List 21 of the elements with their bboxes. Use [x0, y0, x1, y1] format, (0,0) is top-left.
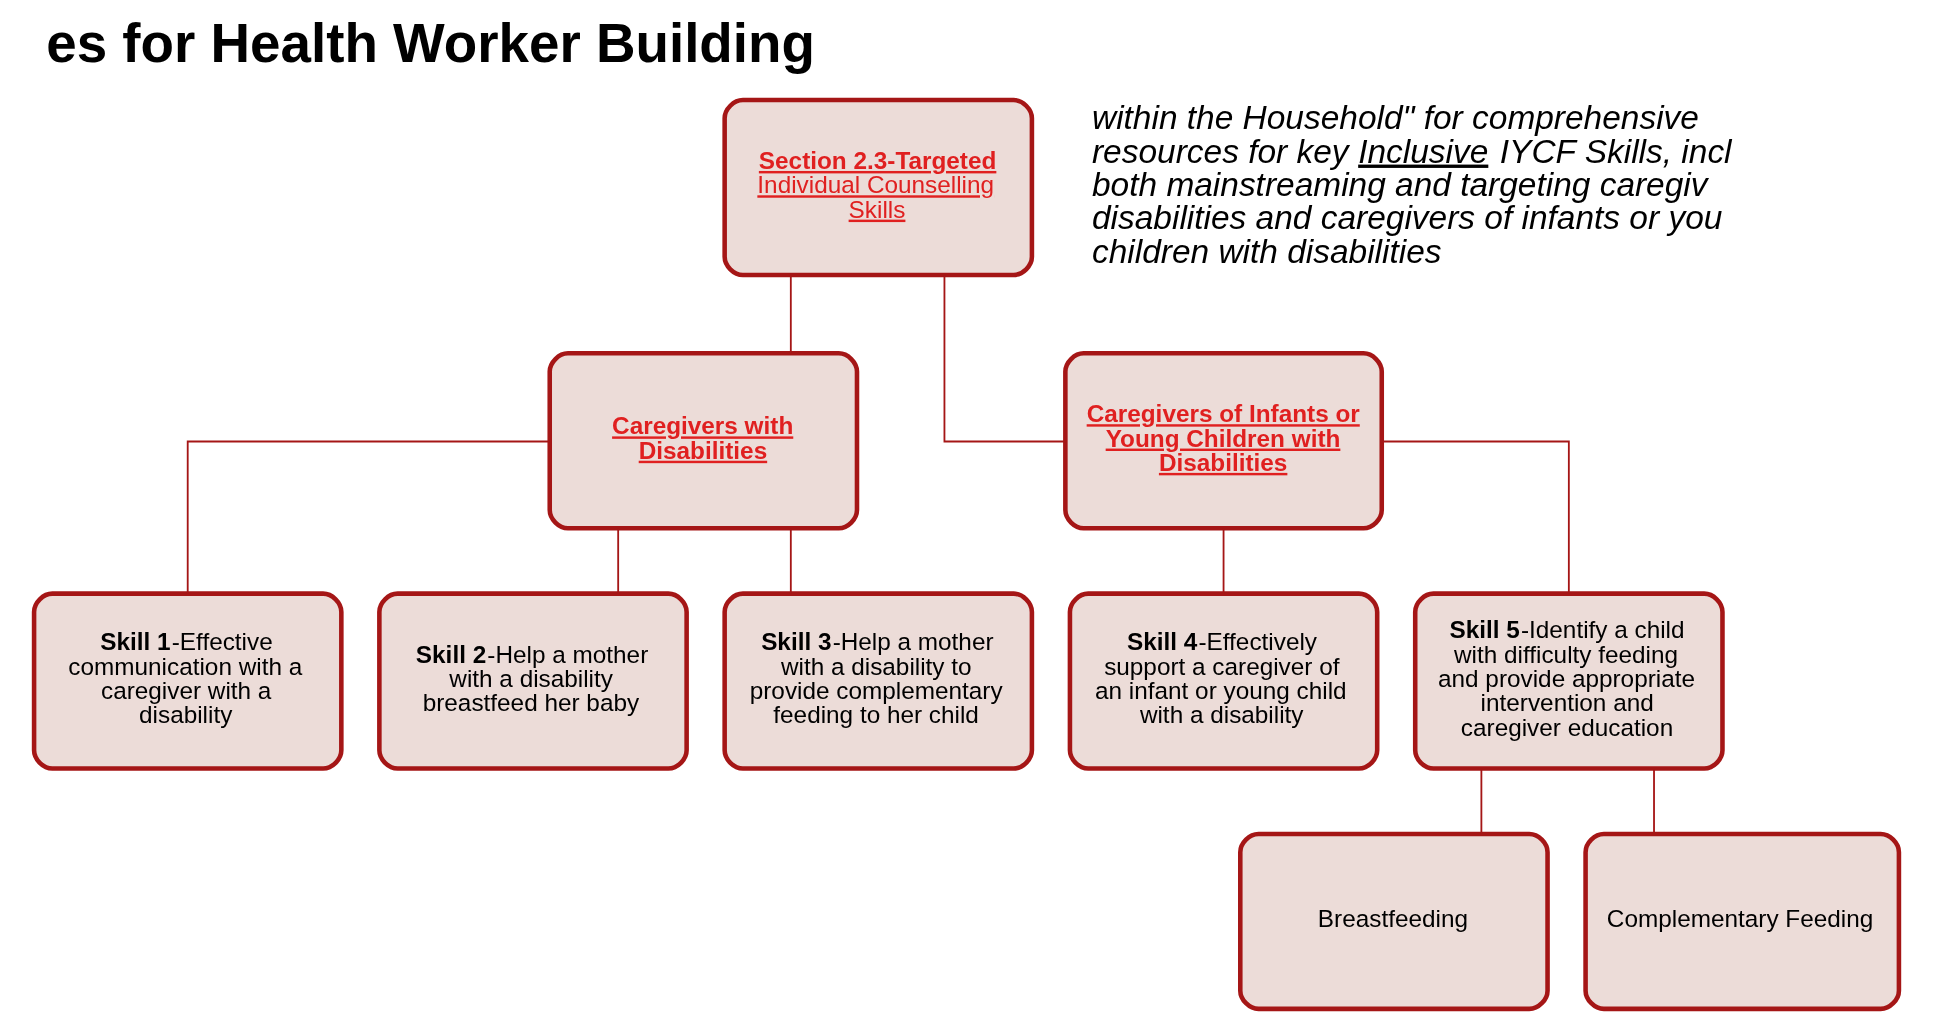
node-box: Breastfeeding [1238, 831, 1550, 1012]
connector [186, 440, 551, 595]
node-box: Caregivers of Infants or Young Children with Disabilities [1063, 351, 1385, 531]
node-box: Skill 4-Effectively support a caregiver of an infant or young child with a disability [1067, 591, 1380, 771]
label: within the Household" for comprehensive resources for key Inclusive IYCF Skills, incl both mainstreaming and targeting caregiv disabilities and caregivers of infants or you children with disabilities [1091, 99, 1732, 270]
diagram-title: es for Health Worker Building [46, 12, 815, 75]
node-box: Complementary Feeding [1583, 831, 1902, 1012]
connector [1653, 768, 1655, 835]
connector [943, 274, 1067, 443]
node-box: Skill 2-Help a mother with a disability breastfeed her baby [377, 591, 689, 771]
connector [1222, 528, 1225, 595]
node-box: Skill 5-Identify a child with difficulty feeding and provide appropriate intervention and caregiver education [1412, 591, 1725, 771]
connector [789, 274, 792, 354]
node-box: Section 2.3-Targeted Individual Counselling Skills [722, 97, 1035, 278]
connector [617, 528, 620, 595]
node-box: Caregivers with Disabilities [547, 351, 860, 531]
node-box: Skill 1-Effective communication with a caregiver with a disability [31, 591, 344, 771]
node-box: Skill 3-Help a mother with a disability to provide complementary feeding to her child [722, 591, 1035, 771]
connector [1381, 440, 1570, 595]
connector [789, 528, 792, 595]
connector [1480, 768, 1483, 835]
